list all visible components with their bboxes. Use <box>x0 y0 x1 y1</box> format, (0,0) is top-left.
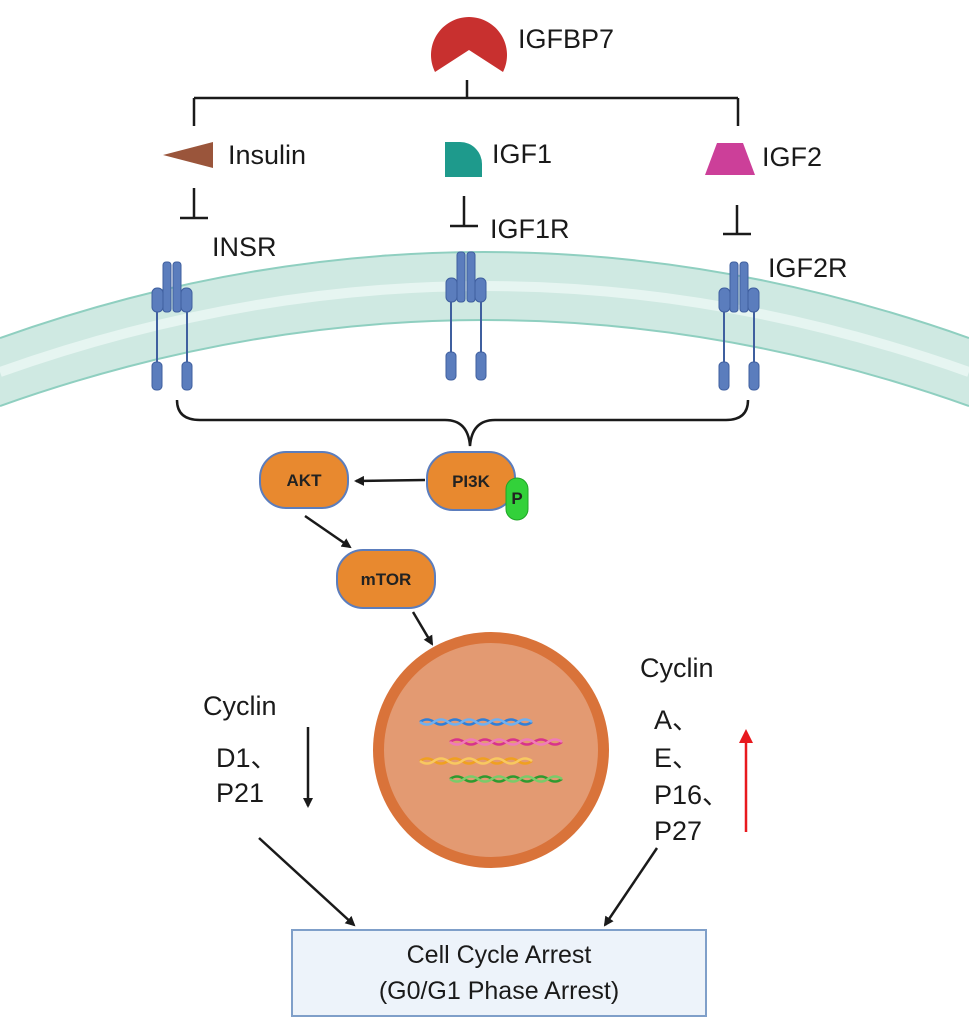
cyclin-up-p16: P16、 <box>654 780 729 810</box>
pi3k-to-akt-arrow <box>354 475 426 486</box>
mtor-to-nucleus-arrow <box>411 611 434 646</box>
right-to-arrest-arrow <box>603 847 659 927</box>
igf2r-receptor-icon <box>718 261 760 391</box>
igf1-label: IGF1 <box>492 139 552 169</box>
insr-label: INSR <box>212 232 277 262</box>
arrest-line1: Cell Cycle Arrest <box>407 941 592 969</box>
igf1r-label: IGF1R <box>490 214 570 244</box>
arrest-line2: (G0/G1 Phase Arrest) <box>379 977 619 1005</box>
igfbp7-bracket <box>192 80 740 126</box>
cyclin-up-a: A、 <box>654 705 699 735</box>
igf2r-label: IGF2R <box>768 253 848 283</box>
mtor-node: mTOR <box>336 549 436 609</box>
cyclin-down-title: Cyclin <box>203 691 277 721</box>
igf1-icon <box>445 142 482 177</box>
insulin-label: Insulin <box>228 140 306 170</box>
akt-node: AKT <box>259 451 349 509</box>
igf2-label: IGF2 <box>762 142 822 172</box>
cyclin-up-title: Cyclin <box>640 653 714 683</box>
igf2-icon <box>705 143 755 175</box>
cyclin-up-p27: P27 <box>654 816 702 846</box>
akt-label: AKT <box>287 471 323 490</box>
igf1r-receptor-icon <box>445 251 487 381</box>
receptor-brace <box>175 399 750 447</box>
phospho-label: P <box>511 489 522 508</box>
insulin-inhibition-symbol <box>180 188 208 220</box>
nucleus-icon <box>373 632 609 868</box>
phospho-badge: P <box>505 477 529 521</box>
mtor-label: mTOR <box>361 570 412 589</box>
cyclin-down-p21: P21 <box>216 778 264 808</box>
pi3k-node: PI3K <box>426 451 516 511</box>
igfbp7-icon <box>431 17 507 72</box>
igfbp7-label: IGFBP7 <box>518 24 614 54</box>
akt-to-mtor-arrow <box>304 514 352 549</box>
left-to-arrest-arrow <box>258 837 356 927</box>
insr-receptor-icon <box>151 261 193 391</box>
cyclin-down-d1: D1、 <box>216 743 278 773</box>
igf2-inhibition-symbol <box>723 205 751 236</box>
cyclin-up-e: E、 <box>654 743 699 773</box>
igf1-inhibition-symbol <box>450 196 478 228</box>
insulin-icon <box>163 142 213 168</box>
cell-cycle-arrest-box: Cell Cycle Arrest (G0/G1 Phase Arrest) <box>291 929 707 1017</box>
pi3k-label: PI3K <box>452 472 491 491</box>
